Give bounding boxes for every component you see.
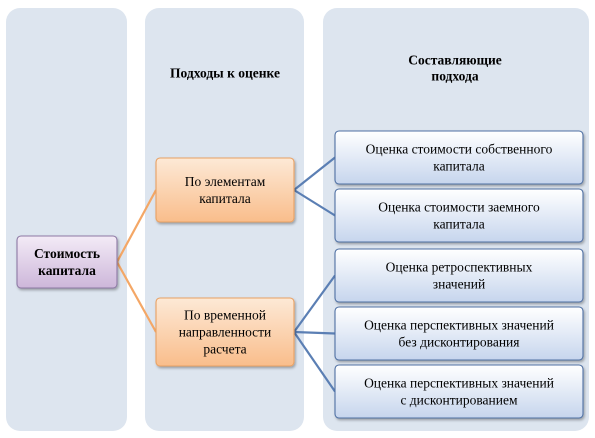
- approach-node-1: По элементам капитала: [155, 157, 295, 223]
- component-node-1-line-1: Оценка стоимости собственного: [366, 142, 553, 157]
- component-node-1: Оценка стоимости собственного капитала: [334, 130, 584, 185]
- header-components-line-2: подхода: [431, 69, 478, 84]
- connector-approach-component-5: [293, 331, 336, 393]
- approach-node-1-line-2: капитала: [199, 191, 251, 206]
- component-node-5-line-2: с дисконтированием: [400, 393, 518, 408]
- component-node-3-box: [334, 248, 584, 303]
- component-node-2-box: [334, 188, 584, 243]
- connectors: [116, 156, 336, 393]
- header-components-line-1: Составляющие: [408, 53, 502, 68]
- approach-node-1-box: [155, 157, 295, 223]
- component-node-1-box: [334, 130, 584, 185]
- approach-node-1-line-1: По элементам: [185, 174, 266, 189]
- approach-node-2-line-1: По временной: [184, 308, 266, 323]
- connector-approach-component-2: [293, 189, 336, 217]
- component-node-5-box: [334, 364, 584, 419]
- connector-approach-component-3: [293, 274, 336, 333]
- connector-root-approach-1: [116, 189, 157, 263]
- component-node-1-line-2: капитала: [433, 159, 485, 174]
- component-node-4-line-1: Оценка перспективных значений: [364, 318, 554, 333]
- approach-node-2: По временной направленности расчета: [155, 297, 295, 367]
- component-node-3-line-2: значений: [433, 277, 485, 292]
- component-node-4: Оценка перспективных значений без дисконт…: [334, 306, 584, 361]
- connector-approach-component-4: [293, 330, 336, 335]
- connector-approach-component-1: [293, 156, 336, 191]
- root-node-line-2: капитала: [38, 263, 96, 278]
- component-node-4-line-2: без дисконтирования: [399, 335, 520, 350]
- component-node-3-line-1: Оценка ретроспективных: [386, 260, 533, 275]
- root-node-box: [16, 235, 118, 289]
- connector-root-approach-2: [116, 261, 157, 333]
- approach-node-2-line-2: направленности: [179, 325, 272, 340]
- header-approaches: Подходы к оценке: [170, 66, 280, 81]
- component-node-5: Оценка перспективных значений с дисконтир…: [334, 364, 584, 419]
- component-node-3: Оценка ретроспективных значений: [334, 248, 584, 303]
- component-node-2: Оценка стоимости заемного капитала: [334, 188, 584, 243]
- header-approaches-line-1: Подходы к оценке: [170, 66, 280, 81]
- component-node-2-line-2: капитала: [433, 217, 485, 232]
- component-node-4-box: [334, 306, 584, 361]
- panel-root-column: [6, 8, 127, 431]
- approach-node-2-box: [155, 297, 295, 367]
- root-node: Стоимость капитала: [16, 235, 118, 289]
- component-node-5-line-1: Оценка перспективных значений: [364, 376, 554, 391]
- root-node-line-1: Стоимость: [34, 246, 100, 261]
- approach-node-2-line-3: расчета: [203, 342, 246, 357]
- component-node-2-line-1: Оценка стоимости заемного: [378, 200, 540, 215]
